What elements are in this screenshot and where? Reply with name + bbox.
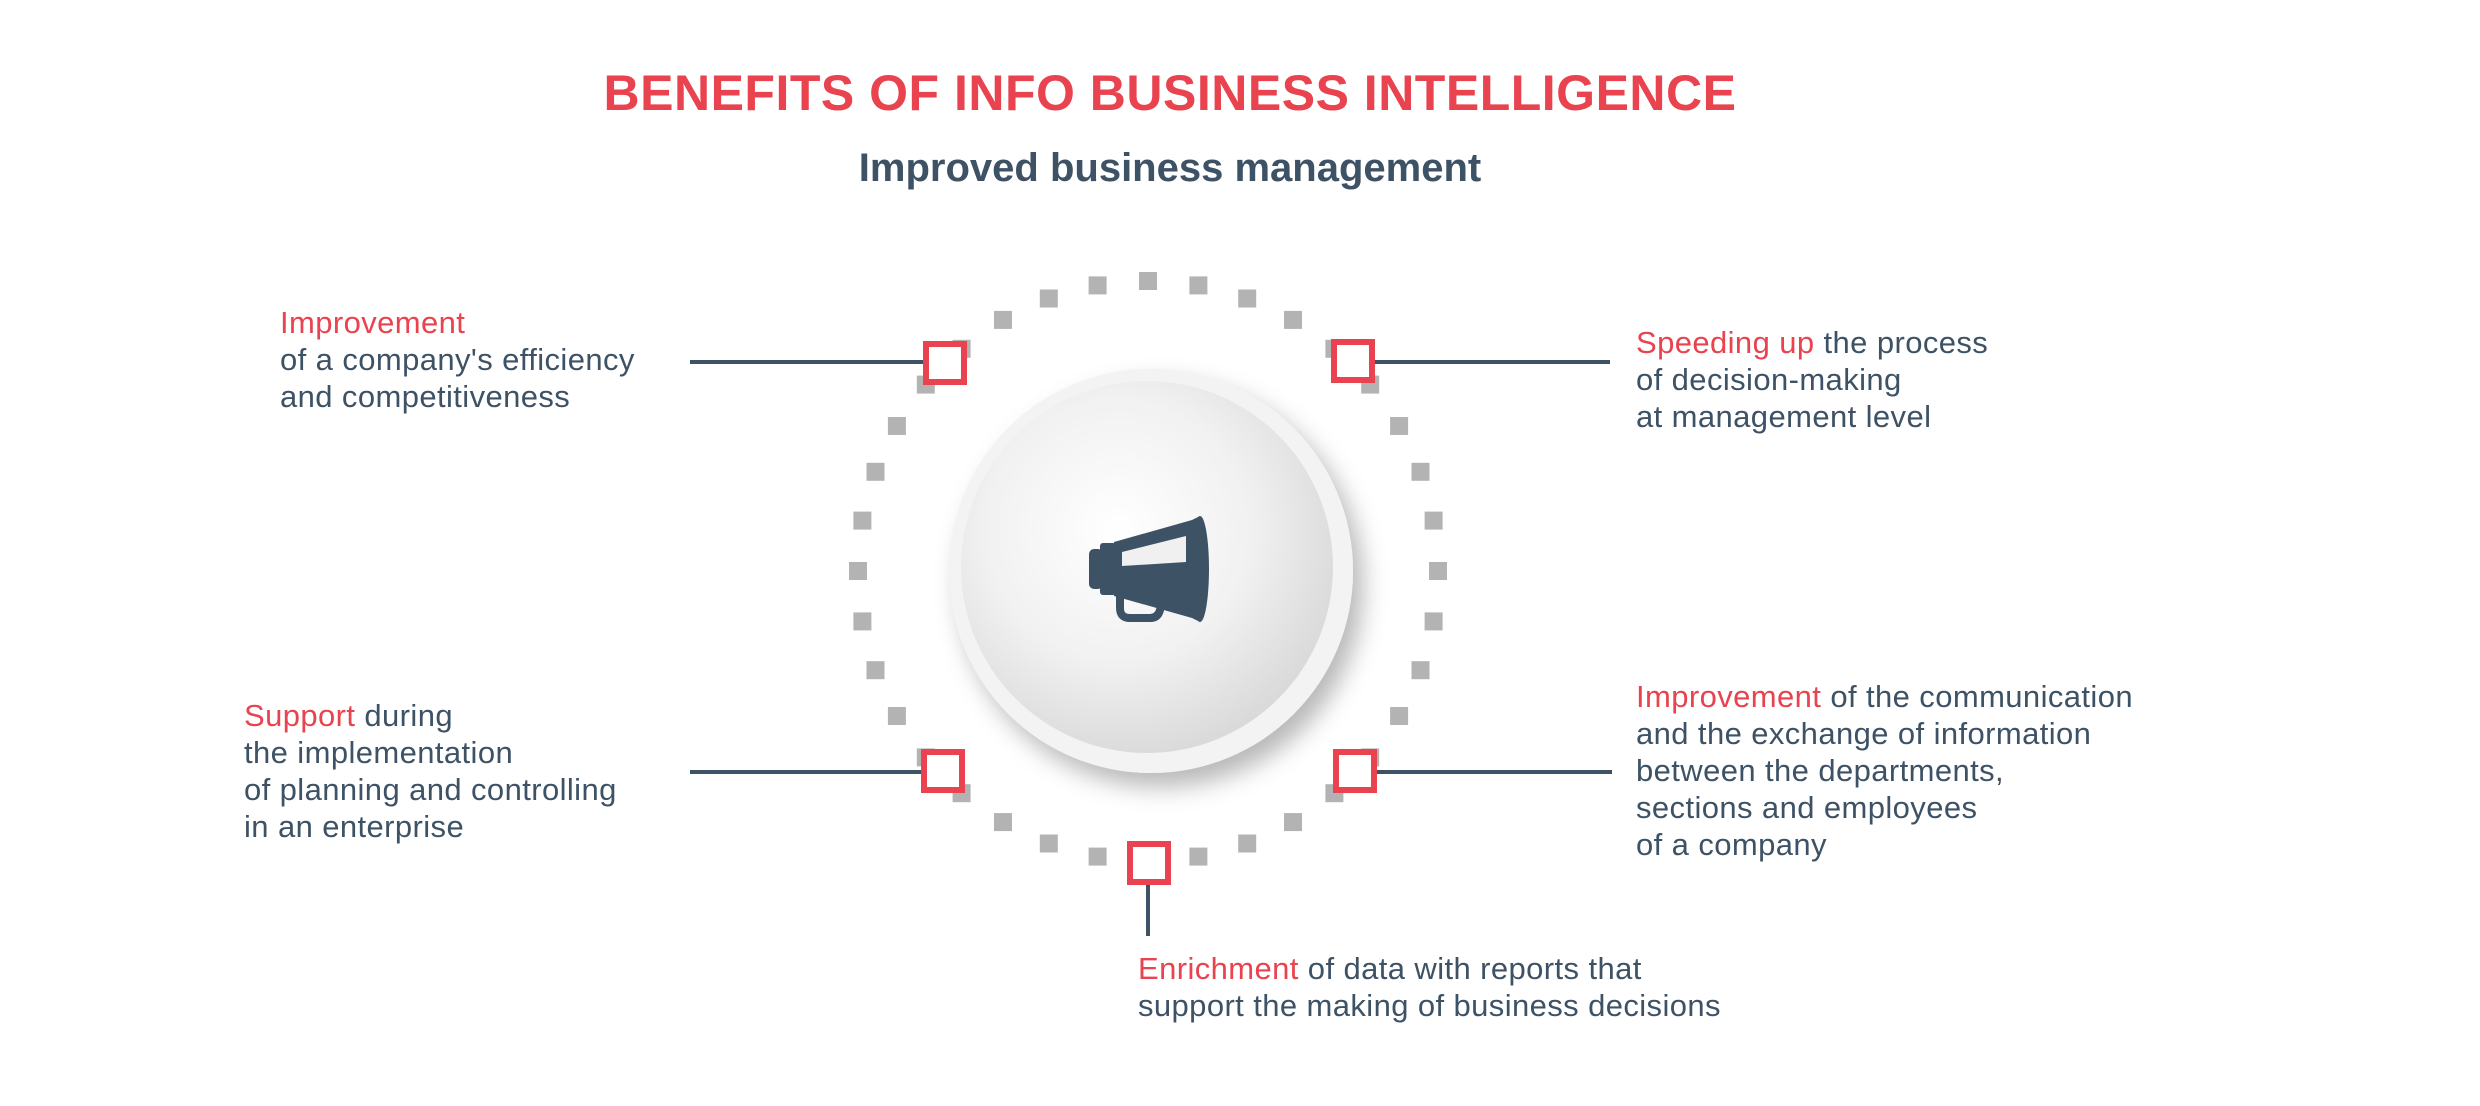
ring-dot xyxy=(1390,417,1409,435)
ring-dot xyxy=(1390,707,1409,725)
benefit-line: in an enterprise xyxy=(244,809,465,844)
ring-dot xyxy=(1189,847,1208,866)
ring-dot xyxy=(1424,612,1443,631)
ring-dot xyxy=(994,813,1012,832)
ring-dot xyxy=(1424,511,1443,530)
ring-dot xyxy=(1429,562,1447,580)
benefit-lead: Improvement xyxy=(1636,679,1822,714)
marker-square-bottom-right xyxy=(1333,749,1377,793)
diagram-subtitle: Improved business management xyxy=(858,146,1482,190)
benefit-line: and competitiveness xyxy=(280,379,571,414)
diagram-title: BENEFITS OF INFO BUSINESS INTELLIGENCE xyxy=(603,65,1737,121)
ring-dot xyxy=(853,612,872,631)
benefit-line: sections and employees xyxy=(1636,790,1978,825)
ring-dot xyxy=(1411,661,1430,680)
benefit-caption-decision-making: Speeding up the process of decision-maki… xyxy=(1636,324,1988,435)
benefit-text: of the communication xyxy=(1821,679,2133,714)
ring-dot xyxy=(1238,289,1257,308)
marker-square-top-right xyxy=(1331,339,1375,383)
ring-dot xyxy=(1139,272,1157,290)
ring-dot xyxy=(1284,813,1302,832)
benefit-caption-enrichment: Enrichment of data with reports that sup… xyxy=(1138,950,1721,1024)
ring-dot xyxy=(1088,847,1107,866)
benefit-lead: Enrichment xyxy=(1138,951,1299,986)
benefit-lead: Speeding up xyxy=(1636,325,1815,360)
ring-dot xyxy=(849,562,867,580)
benefit-line: of planning and controlling xyxy=(244,772,617,807)
benefit-line: support the making of business decisions xyxy=(1138,988,1721,1023)
benefit-line: of a company xyxy=(1636,827,1827,862)
marker-square-bottom-left xyxy=(921,749,965,793)
benefit-lead: Support xyxy=(244,698,356,733)
ring-dot xyxy=(887,707,906,725)
ring-dot xyxy=(853,511,872,530)
marker-square-bottom xyxy=(1127,841,1171,885)
ring-dot xyxy=(1189,276,1208,295)
benefit-lead: Improvement xyxy=(280,305,466,340)
benefit-line: at management level xyxy=(1636,399,1932,434)
megaphone-icon xyxy=(1089,516,1209,622)
benefit-line: of decision-making xyxy=(1636,362,1902,397)
ring-dot xyxy=(887,417,906,435)
ring-dot xyxy=(866,661,885,680)
benefit-text: during xyxy=(355,698,453,733)
ring-dot xyxy=(1284,310,1302,329)
benefit-line: between the departments, xyxy=(1636,753,2005,788)
benefit-caption-planning: Support during the implementation of pla… xyxy=(244,697,617,845)
ring-dot xyxy=(1088,276,1107,295)
benefit-line: and the exchange of information xyxy=(1636,716,2092,751)
benefit-text: the process xyxy=(1814,325,1989,360)
benefit-caption-communication: Improvement of the communication and the… xyxy=(1636,678,2133,863)
ring-dot xyxy=(866,462,885,481)
ring-dot xyxy=(1411,462,1430,481)
benefit-caption-efficiency: Improvement of a company's efficiency an… xyxy=(280,304,635,415)
marker-square-top-left xyxy=(923,341,967,385)
ring-dot xyxy=(1238,834,1257,853)
benefit-line: of a company's efficiency xyxy=(280,342,635,377)
ring-dot xyxy=(994,310,1012,329)
ring-dot xyxy=(1039,834,1058,853)
ring-dot xyxy=(1039,289,1058,308)
benefit-line: the implementation xyxy=(244,735,514,770)
benefit-text: of data with reports that xyxy=(1298,951,1642,986)
